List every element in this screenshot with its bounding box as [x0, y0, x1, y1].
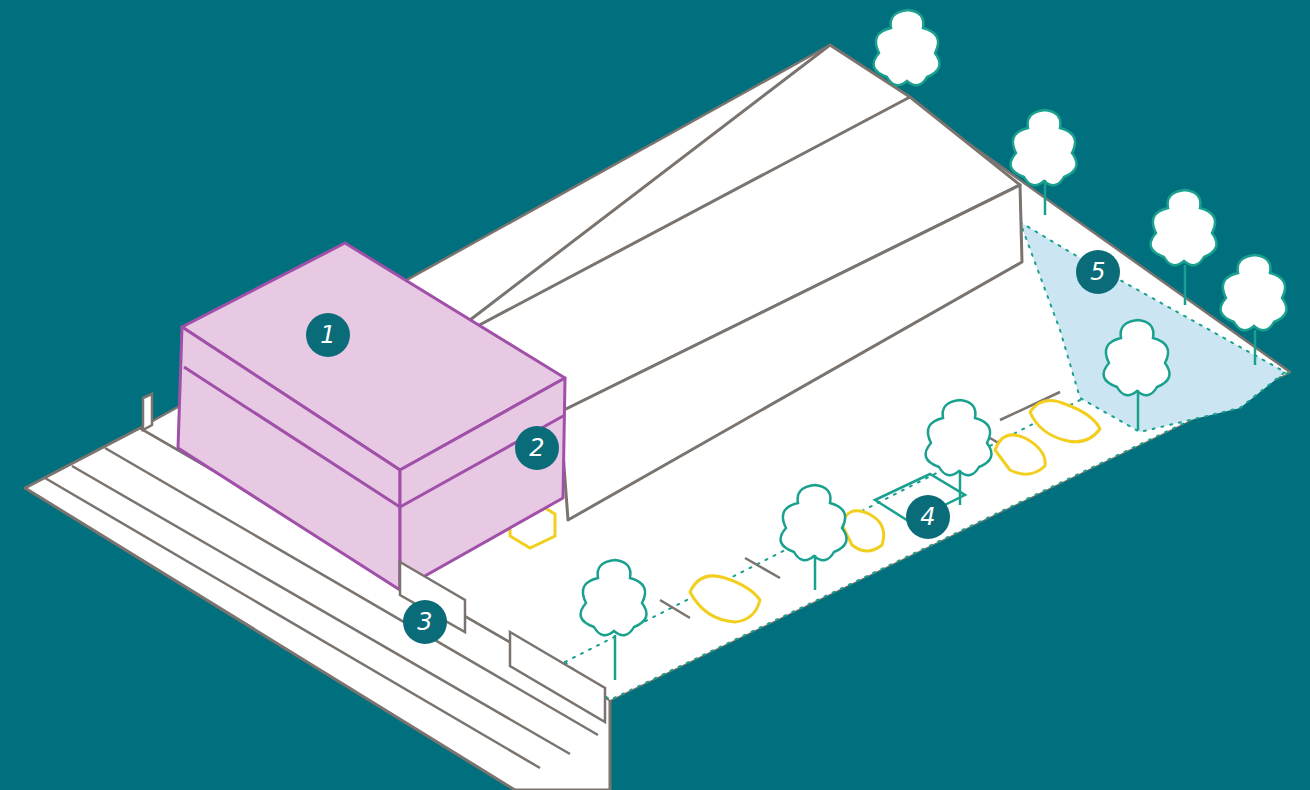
- car-symbols: [690, 400, 1100, 622]
- warehouse-wall: [560, 185, 1022, 520]
- front-walls: [143, 394, 605, 722]
- callout-number: 2: [515, 426, 559, 470]
- trees: [581, 10, 1287, 680]
- site-lot: [140, 45, 1290, 700]
- callout-number: 4: [906, 495, 950, 539]
- new-building: [178, 243, 565, 590]
- callout-number: 1: [306, 313, 350, 357]
- callout-number: 3: [403, 600, 447, 644]
- callout-number: 5: [1076, 250, 1120, 294]
